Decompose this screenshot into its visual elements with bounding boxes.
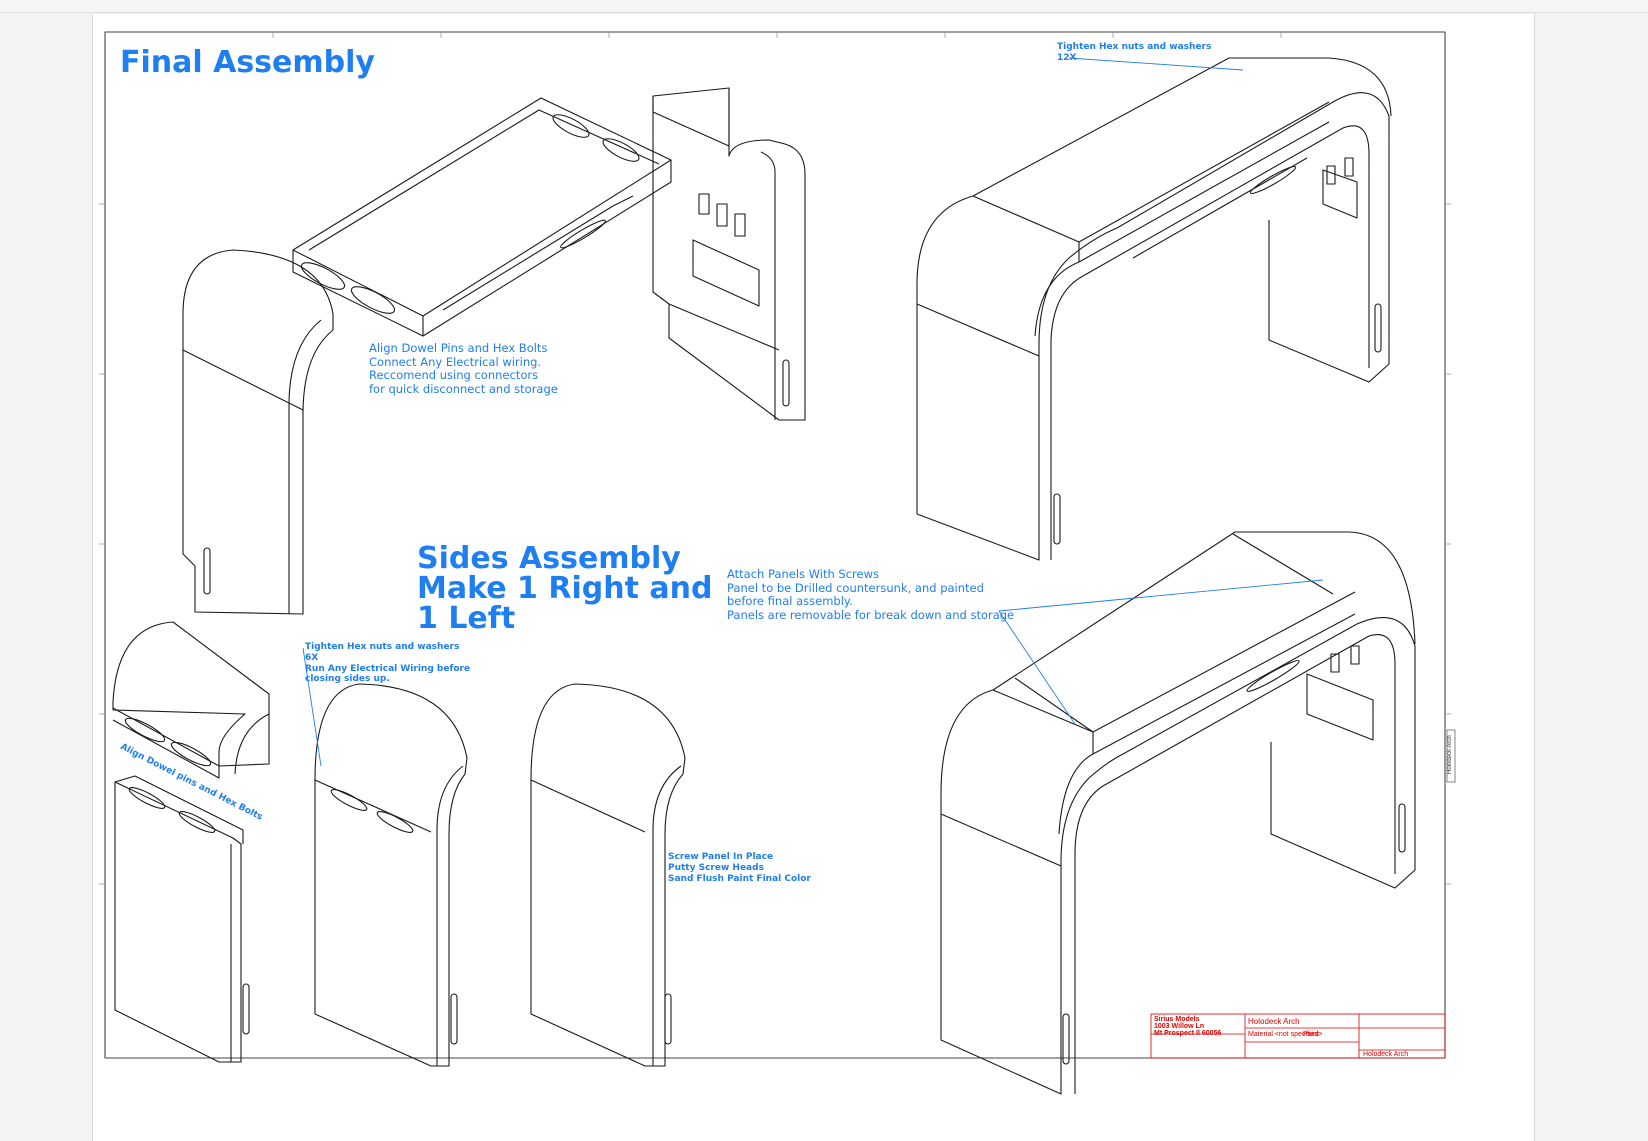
drawing-linework: [99, 31, 1456, 1095]
side-finished: [530, 683, 686, 1067]
final-assembly-title: Final Assembly: [120, 45, 375, 80]
zone-ticks: [99, 32, 1451, 885]
title-block: [1150, 1013, 1446, 1059]
title-address2: Mt Prospect Il 60056: [1154, 1030, 1222, 1037]
side-tab-label: Holodeck Arch: [1447, 735, 1453, 774]
side-tab: [1446, 729, 1456, 783]
sheet-border: [104, 31, 1446, 1059]
title-footer-name: Holodeck Arch: [1363, 1051, 1409, 1058]
assembled-arch-top: [916, 57, 1392, 561]
title-part-name: Holodeck Arch: [1248, 1017, 1300, 1026]
leader-lines: [302, 57, 1324, 767]
title-material: Material <not specified>: [1248, 1031, 1323, 1038]
attach-panels-note: Attach Panels With Screws Panel to be Dr…: [727, 567, 1015, 622]
viewer-toolbar: [0, 0, 1648, 13]
exploded-left-side: [182, 249, 334, 615]
exploded-top-frame: [292, 97, 672, 337]
drawing-sheet: Final Assembly Sides Assembly Make 1 Rig…: [92, 14, 1535, 1141]
side-exploded: [112, 621, 270, 1063]
assembled-arch-panels: [940, 531, 1416, 1095]
screw-panel-note: Screw Panel In Place Putty Screw Heads S…: [668, 852, 811, 884]
exploded-right-side: [652, 87, 806, 421]
sides-assembly-title: Sides Assembly Make 1 Right and 1 Left: [417, 541, 713, 636]
title-company: Sirius Models: [1154, 1016, 1200, 1023]
tighten-top-note: Tighten Hex nuts and washers 12X: [1057, 42, 1212, 63]
tighten-sides-note: Tighten Hex nuts and washers 6X Run Any …: [305, 642, 471, 685]
title-address1: 1003 Willow Ln: [1154, 1023, 1205, 1030]
align-dowel-top-note: Align Dowel Pins and Hex Bolts Connect A…: [369, 341, 558, 396]
title-finish: Paint: [1303, 1031, 1319, 1038]
side-closing: [314, 683, 468, 1067]
